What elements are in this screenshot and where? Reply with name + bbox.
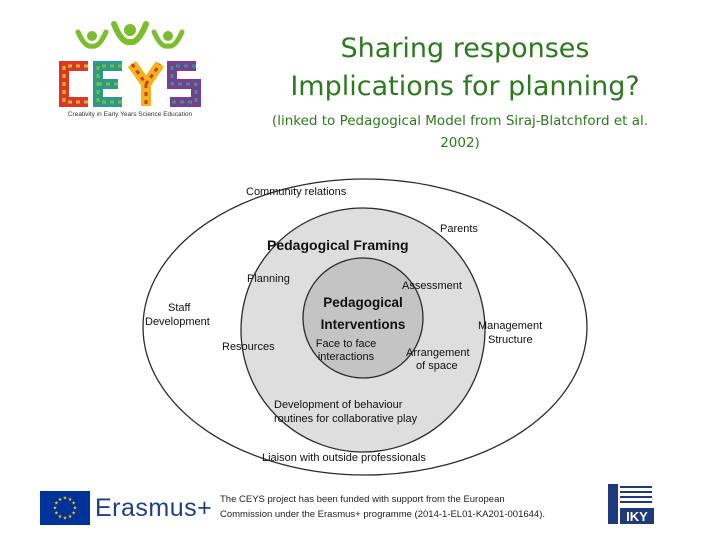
title-line-2: Implications for planning? [290, 71, 640, 102]
label-behaviour-2: routines for collaborative play [274, 413, 418, 425]
label-staff-development-1: Staff [168, 302, 191, 314]
label-pedagogical-interventions-2: Interventions [321, 317, 406, 332]
eu-star-icon: ★ [54, 501, 59, 507]
label-management-2: Structure [488, 334, 533, 346]
label-pedagogical-interventions-1: Pedagogical [323, 295, 403, 310]
subtitle-line-2: 2002) [440, 135, 480, 151]
eu-star-icon: ★ [68, 514, 73, 520]
label-planning: Planning [247, 273, 290, 285]
label-pedagogical-framing: Pedagogical Framing [267, 237, 409, 253]
label-resources: Resources [222, 341, 275, 353]
people-figures-icon [75, 21, 185, 49]
label-face-to-face-1: Face to face [316, 338, 377, 350]
ceys-logo [59, 21, 201, 107]
label-assessment: Assessment [402, 280, 462, 292]
title-line-1: Sharing responses [340, 33, 590, 64]
ceys-lettering [59, 61, 201, 107]
slide-title: Sharing responses Implications for plann… [230, 30, 700, 106]
pedagogical-model-diagram: Community relations Parents Staff Develo… [142, 178, 588, 476]
label-behaviour-1: Development of behaviour [274, 399, 403, 411]
label-arrangement-1: Arrangement [406, 347, 470, 359]
erasmus-plus-label: Erasmus+ [95, 494, 213, 522]
eu-star-icon: ★ [53, 506, 58, 512]
eu-star-icon: ★ [63, 496, 68, 502]
eu-star-icon: ★ [63, 516, 68, 522]
label-liaison: Liaison with outside professionals [262, 452, 426, 464]
label-arrangement-2: of space [416, 360, 458, 372]
eu-star-icon: ★ [58, 497, 63, 503]
eu-star-icon: ★ [71, 511, 76, 517]
funding-line-1: The CEYS project has been funded with su… [220, 494, 505, 505]
funding-statement: The CEYS project has been funded with su… [220, 492, 600, 522]
eu-star-icon: ★ [73, 506, 78, 512]
eu-star-icon: ★ [68, 497, 73, 503]
inner-circle [302, 257, 424, 379]
slide-subtitle: (linked to Pedagogical Model from Siraj-… [240, 110, 680, 154]
eu-star-icon: ★ [71, 501, 76, 507]
eu-flag-icon: ★★★★★★★★★★★★ [40, 491, 90, 525]
eu-star-icon: ★ [54, 511, 59, 517]
subtitle-line-1: (linked to Pedagogical Model from Siraj-… [271, 113, 649, 129]
funding-line-2: Commission under the Erasmus+ programme … [220, 509, 546, 520]
label-face-to-face-2: interactions [318, 351, 375, 363]
label-management-1: Management [478, 320, 542, 332]
label-community-relations: Community relations [246, 186, 347, 198]
iky-logo: IKY [608, 484, 654, 524]
label-parents: Parents [440, 223, 478, 235]
label-staff-development-2: Development [145, 316, 210, 328]
eu-star-icon: ★ [58, 514, 63, 520]
logo-tagline: Creativity in Early Years Science Educat… [67, 111, 193, 118]
iky-label: IKY [626, 509, 648, 524]
